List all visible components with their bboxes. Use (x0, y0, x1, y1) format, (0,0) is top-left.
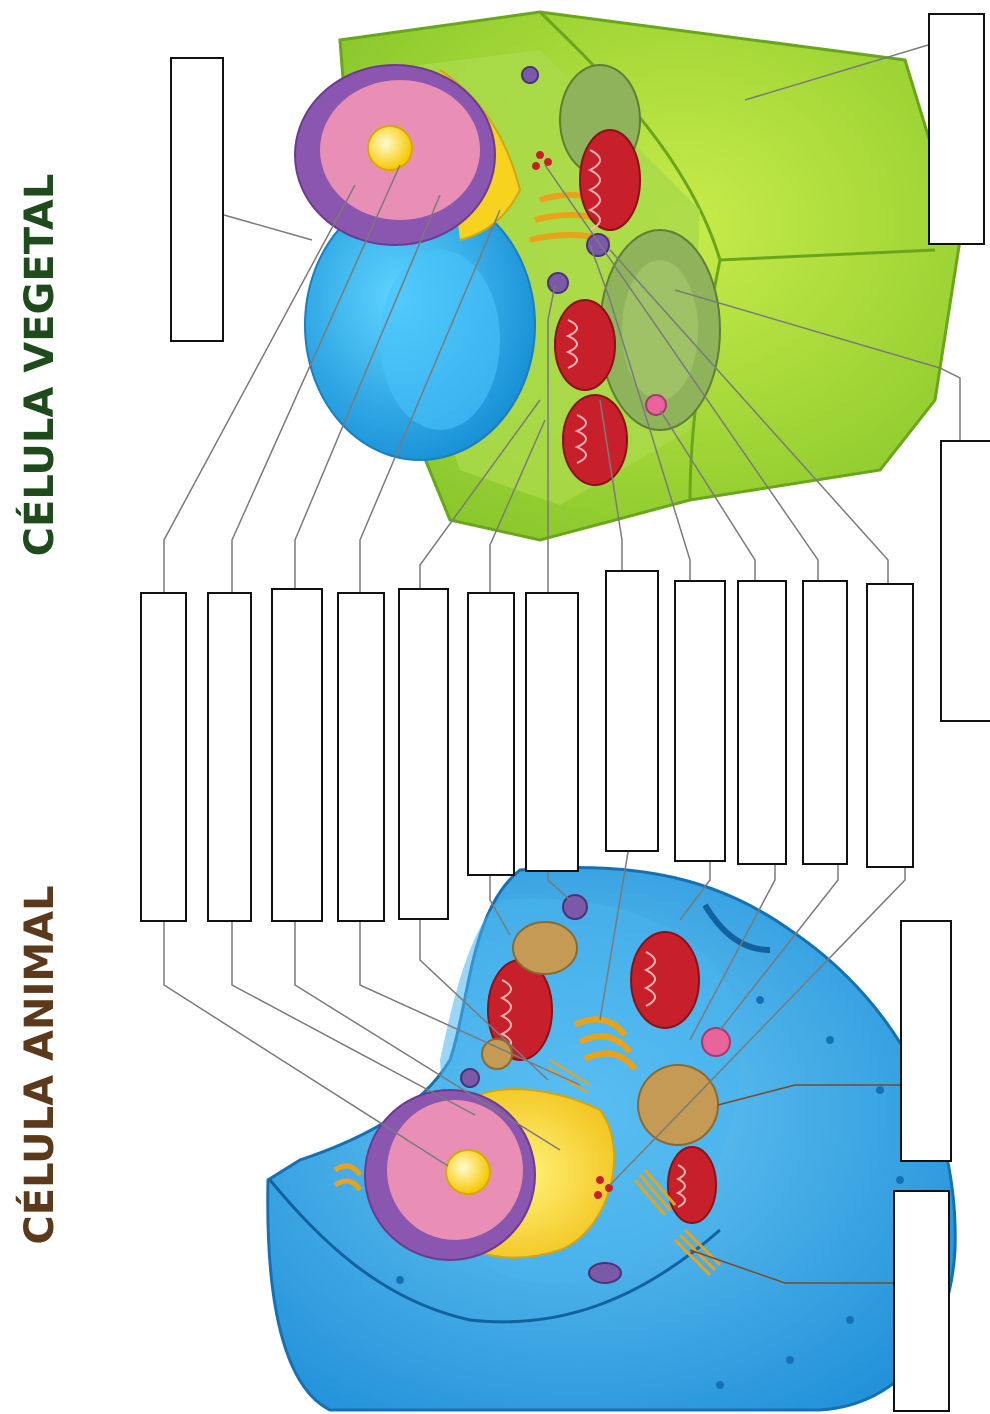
plant-mitochondrion-3 (563, 395, 627, 485)
plant-nucleus (295, 65, 495, 245)
label-box-middle-9[interactable] (674, 580, 726, 862)
label-box-plant-right[interactable] (940, 440, 990, 722)
plant-lysosome (646, 395, 666, 415)
label-box-middle-8[interactable] (605, 570, 659, 852)
label-box-middle-12[interactable] (866, 583, 914, 868)
animal-vesicle-1 (563, 895, 587, 919)
plant-cell (295, 12, 960, 540)
plant-mitochondrion-1 (580, 130, 640, 230)
plant-mitochondrion-2 (555, 300, 615, 390)
label-box-animal-right-1[interactable] (900, 920, 952, 1162)
label-box-middle-4[interactable] (337, 592, 385, 922)
animal-vesicle-3 (589, 1263, 621, 1283)
label-box-middle-6[interactable] (467, 592, 515, 876)
label-box-middle-11[interactable] (802, 580, 848, 865)
label-box-middle-3[interactable] (271, 588, 323, 922)
label-box-middle-7[interactable] (525, 592, 579, 872)
animal-lysosome (702, 1028, 730, 1056)
animal-vacuole-2 (638, 1065, 718, 1145)
label-box-animal-right-2[interactable] (893, 1190, 950, 1412)
animal-vacuole-3 (482, 1039, 512, 1069)
animal-vacuole-1 (513, 922, 577, 974)
label-box-middle-10[interactable] (737, 580, 787, 865)
plant-peroxisome (548, 273, 568, 293)
label-box-middle-5[interactable] (398, 588, 449, 920)
central-vacuole-highlight (380, 250, 500, 430)
label-box-plant-top-left[interactable] (170, 57, 224, 342)
label-box-plant-top-right[interactable] (928, 13, 985, 245)
label-box-middle-2[interactable] (207, 592, 252, 922)
label-box-middle-1[interactable] (140, 592, 187, 922)
animal-nucleus (365, 1089, 614, 1260)
animal-mitochondrion-2 (631, 932, 699, 1028)
plant-vesicle-2 (522, 67, 538, 83)
animal-mitochondrion-3 (668, 1147, 716, 1223)
animal-vesicle-2 (461, 1069, 479, 1087)
